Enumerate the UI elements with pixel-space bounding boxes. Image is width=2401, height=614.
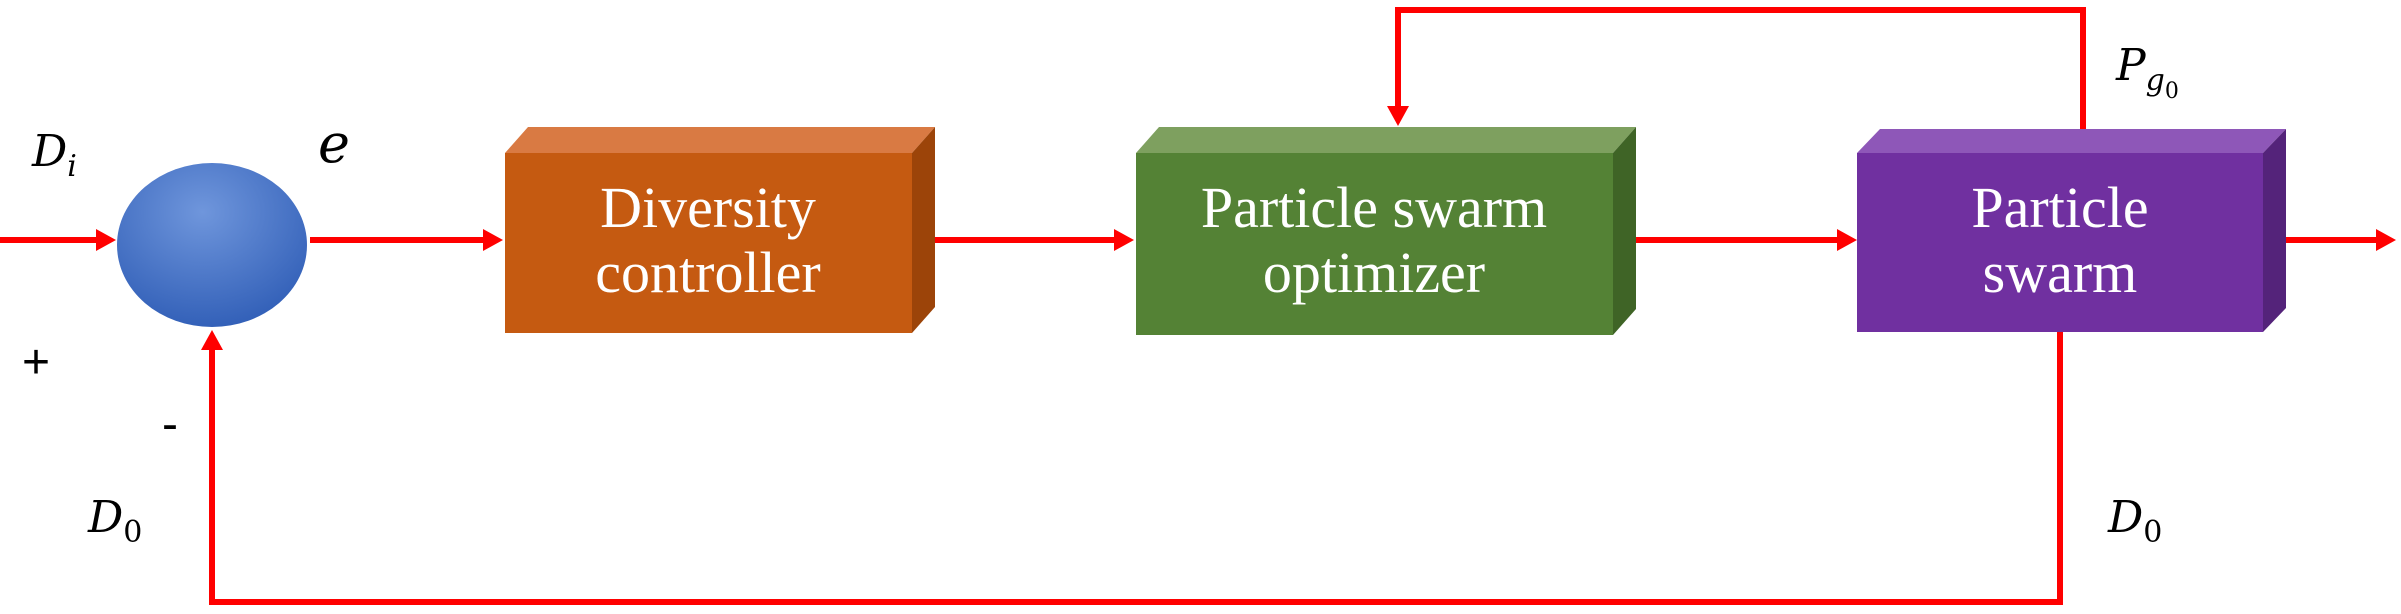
error-signal-arrow xyxy=(310,229,503,251)
particle-swarm-optimizer-block: Particle swarm optimizer xyxy=(1136,127,1636,335)
particle-swarm-label-line1: Particle xyxy=(1971,175,2148,240)
diversity-controller-block: Diversity controller xyxy=(505,127,935,333)
particle-swarm-block: Particle swarm xyxy=(1857,129,2286,332)
pg-subsubscript: 0 xyxy=(2165,79,2179,104)
feedback-right-subscript: 0 xyxy=(2143,515,2162,550)
summing-junction xyxy=(117,163,307,327)
input-symbol: D xyxy=(31,126,67,177)
particle-swarm-optimizer-label-line2: optimizer xyxy=(1263,240,1485,305)
svg-text:D0: D0 xyxy=(2107,492,2162,550)
svg-text:Pg0: Pg0 xyxy=(2115,40,2179,104)
diversity-controller-label-line1: Diversity xyxy=(600,175,816,240)
d0-feedback-loop xyxy=(201,330,2063,605)
particle-swarm-optimizer-label-line1: Particle swarm xyxy=(1201,175,1547,240)
input-signal-arrow xyxy=(0,229,116,251)
label-feedback-left-d0: D0 xyxy=(87,492,142,550)
svg-text:Di: Di xyxy=(31,126,77,184)
signal-lines xyxy=(0,7,2396,605)
controller-to-optimizer-arrow xyxy=(935,229,1134,251)
feedback-left-subscript: 0 xyxy=(123,515,142,550)
label-feedback-right-d0: D0 xyxy=(2107,492,2162,550)
label-minus: - xyxy=(162,398,178,451)
particle-swarm-label-line2: swarm xyxy=(1983,240,2138,305)
feedback-left-symbol: D xyxy=(87,492,123,543)
pg-feedback-loop xyxy=(1387,7,2086,130)
feedback-right-symbol: D xyxy=(2107,492,2143,543)
input-subscript: i xyxy=(67,149,77,184)
label-pg0: Pg0 xyxy=(2115,40,2179,104)
label-error: e xyxy=(318,112,350,175)
output-signal-arrow xyxy=(2286,229,2396,251)
diversity-controller-label-line2: controller xyxy=(595,240,820,305)
pg-symbol: P xyxy=(2115,40,2147,91)
optimizer-to-swarm-arrow xyxy=(1636,229,1857,251)
svg-text:D0: D0 xyxy=(87,492,142,550)
pg-subscript: g xyxy=(2146,63,2165,98)
label-input-di: Di xyxy=(31,126,77,184)
label-plus: + xyxy=(22,336,50,389)
